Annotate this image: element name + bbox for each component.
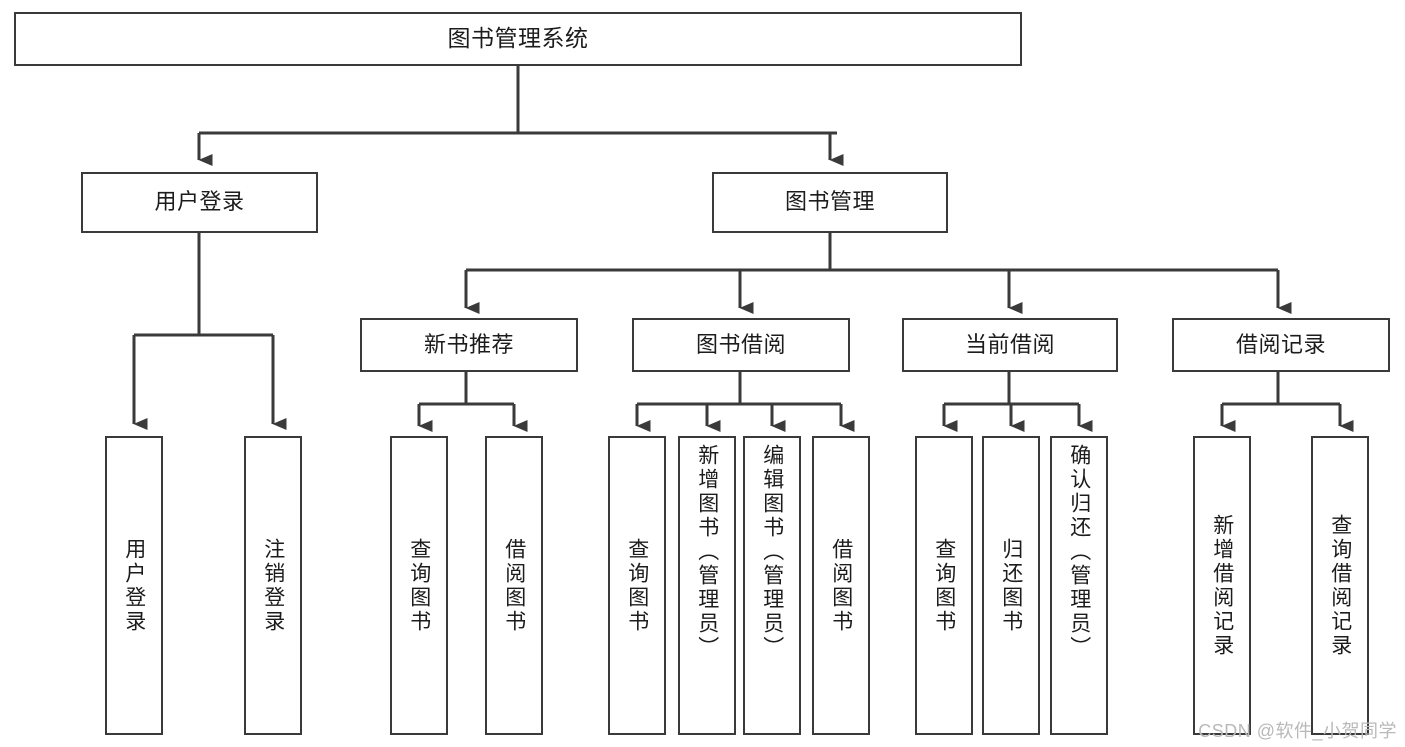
node-label: 新增图书（管理员） (695, 444, 719, 660)
watermark-text: CSDN @软件_小贺同学 (1198, 721, 1397, 741)
node-label: 图书管理系统 (447, 25, 589, 52)
leaf-new-recommend-query-book[interactable]: 查询图书 (390, 436, 448, 735)
node-label: 借阅图书 (502, 537, 526, 634)
node-new-book-recommend[interactable]: 新书推荐 (360, 318, 578, 372)
leaf-book-borrow-edit-book-admin[interactable]: 编辑图书（管理员） (743, 436, 801, 735)
node-book-borrow[interactable]: 图书借阅 (632, 318, 850, 372)
node-label: 查询图书 (932, 537, 956, 634)
leaf-current-borrow-query-book[interactable]: 查询图书 (915, 436, 973, 735)
node-label: 查询图书 (407, 537, 431, 634)
node-label: 查询图书 (625, 537, 649, 634)
leaf-book-borrow-query-book[interactable]: 查询图书 (608, 436, 666, 735)
leaf-book-borrow-borrow-book[interactable]: 借阅图书 (812, 436, 870, 735)
node-label: 图书管理 (784, 189, 875, 215)
leaf-borrow-record-add-record[interactable]: 新增借阅记录 (1193, 436, 1251, 735)
leaf-user-login-logout[interactable]: 注销登录 (244, 436, 302, 735)
node-label: 新增借阅记录 (1210, 513, 1234, 658)
node-label: 确认归还（管理员） (1067, 444, 1091, 660)
node-label: 图书借阅 (695, 331, 786, 357)
node-user-login[interactable]: 用户登录 (81, 172, 318, 233)
node-book-management[interactable]: 图书管理 (712, 172, 948, 233)
leaf-book-borrow-add-book-admin[interactable]: 新增图书（管理员） (678, 436, 736, 735)
node-label: 借阅记录 (1235, 331, 1326, 357)
node-label: 查询借阅记录 (1328, 513, 1352, 658)
leaf-user-login-login[interactable]: 用户登录 (105, 436, 163, 735)
node-borrow-record[interactable]: 借阅记录 (1172, 318, 1390, 372)
node-label: 新书推荐 (423, 331, 514, 357)
leaf-new-recommend-borrow-book[interactable]: 借阅图书 (485, 436, 543, 735)
node-label: 用户登录 (154, 189, 245, 215)
leaf-current-borrow-return-book[interactable]: 归还图书 (982, 436, 1040, 735)
node-label: 注销登录 (261, 537, 285, 634)
node-label: 借阅图书 (829, 537, 853, 634)
leaf-borrow-record-query-record[interactable]: 查询借阅记录 (1311, 436, 1369, 735)
node-current-borrow[interactable]: 当前借阅 (902, 318, 1118, 372)
leaf-current-borrow-confirm-return-admin[interactable]: 确认归还（管理员） (1050, 436, 1108, 735)
node-label: 当前借阅 (964, 331, 1055, 357)
node-label: 编辑图书（管理员） (760, 444, 784, 660)
node-root-book-management-system[interactable]: 图书管理系统 (14, 12, 1022, 66)
node-label: 归还图书 (999, 537, 1023, 634)
node-label: 用户登录 (122, 537, 146, 634)
